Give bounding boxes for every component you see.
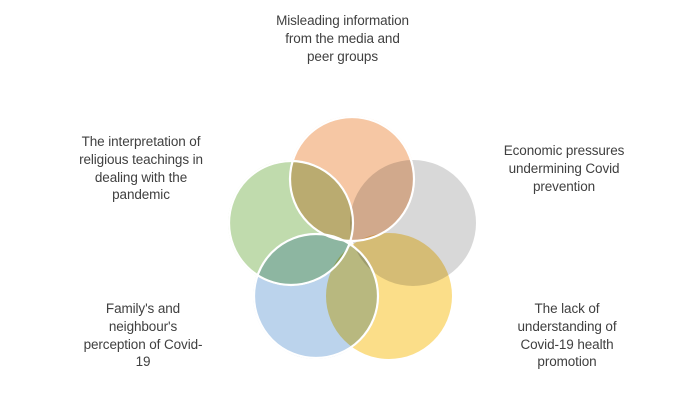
venn-label-health-promotion: The lack of understanding of Covid-19 he… — [517, 301, 617, 370]
venn-label-family-neighbour: Family's and neighbour's perception of C… — [83, 301, 203, 370]
venn-outline-media — [288, 115, 416, 243]
venn-outline-family-neighbour — [252, 232, 380, 360]
venn-circle-media — [289, 116, 415, 242]
venn-label-religious: The interpretation of religious teaching… — [79, 134, 203, 203]
venn-outline-religious — [227, 159, 355, 287]
venn-label-media: Misleading information from the media an… — [276, 13, 409, 64]
venn-circle-family-neighbour — [253, 233, 379, 359]
venn-label-economic: Economic pressures undermining Covid pre… — [503, 143, 625, 194]
